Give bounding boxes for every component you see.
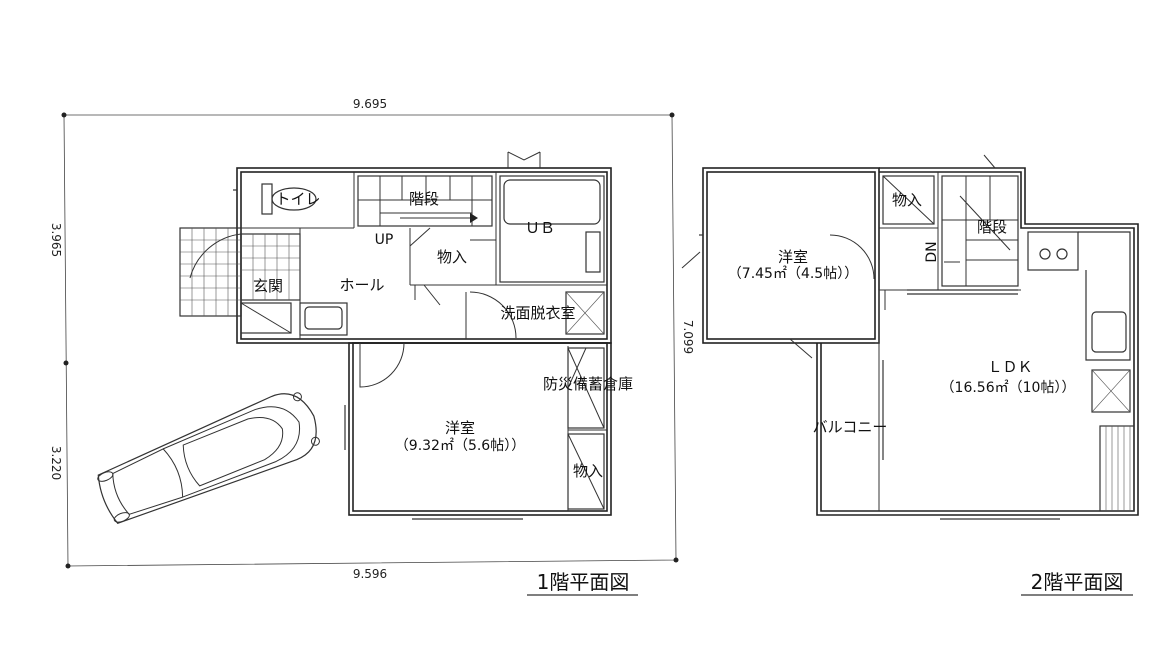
label-balcony: バルコニー (813, 418, 888, 436)
dimension-right: 7.099 (681, 320, 695, 354)
label-disaster-storage: 防災備蓄倉庫 (543, 375, 633, 393)
label-up: UP (375, 232, 394, 248)
label-ldk: ＬＤＫ (987, 358, 1032, 376)
label-western-room-2f-area: （7.45㎡（4.5帖）） (728, 266, 858, 282)
label-hall: ホール (339, 276, 384, 294)
floor1-plan (179, 151, 612, 520)
label-storage-2f: 物入 (892, 191, 922, 209)
label-stairs-1f: 階段 (409, 190, 439, 208)
label-storage-room-1f: 物入 (573, 462, 603, 480)
label-toilet: トイレ (275, 190, 320, 208)
label-storage-hall: 物入 (437, 248, 467, 266)
label-western-room-2f: 洋室 (778, 248, 808, 266)
label-washroom: 洗面脱衣室 (500, 304, 575, 322)
label-ldk-area: （16.56㎡（10帖）） (941, 380, 1076, 396)
dimension-bottom: 9.596 (353, 567, 387, 581)
label-entrance: 玄関 (253, 277, 283, 295)
site-boundary (61, 112, 679, 569)
dimension-left-upper: 3.965 (49, 223, 63, 257)
dimension-left-lower: 3.220 (49, 446, 63, 480)
label-stairs-2f: 階段 (977, 218, 1007, 236)
title-floor1: 1階平面図 (537, 570, 630, 594)
dimension-top: 9.695 (353, 97, 387, 111)
floor2-plan (681, 154, 1139, 520)
label-western-room-1f: 洋室 (445, 419, 475, 437)
title-floor2: 2階平面図 (1031, 570, 1124, 594)
label-dn: DN (924, 241, 940, 262)
car-illustration (97, 392, 320, 525)
label-western-room-1f-area: （9.32㎡（5.6帖）） (395, 438, 525, 454)
label-unit-bath: ＵＢ (525, 219, 555, 237)
